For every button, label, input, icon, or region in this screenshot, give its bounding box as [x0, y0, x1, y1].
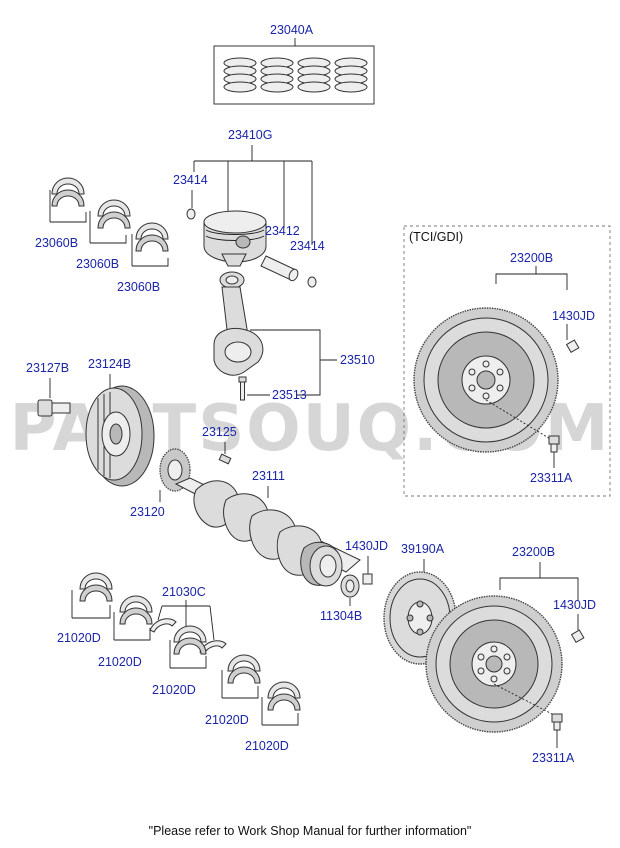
part-label-23127b[interactable]: 23127B — [26, 361, 69, 375]
part-label-23414-right[interactable]: 23414 — [290, 239, 325, 253]
part-label-23111[interactable]: 23111 — [252, 469, 285, 483]
leader-line — [157, 600, 215, 641]
part-label-23200b-tci[interactable]: 23200B — [510, 251, 553, 265]
ring-set-box — [213, 45, 375, 105]
piston-pin-icon — [260, 255, 299, 282]
leader-line — [170, 656, 207, 669]
tci-gdi-variant-box — [403, 225, 611, 497]
connecting-rod-icon — [213, 271, 264, 376]
flywheel-main-icon — [425, 595, 563, 733]
part-label-21020d-4[interactable]: 21020D — [205, 713, 249, 727]
dowel-pin-icon — [565, 339, 580, 354]
flywheel-bolt-icon — [548, 435, 560, 453]
part-label-39190a[interactable]: 39190A — [401, 542, 445, 556]
thrust-washer-icon — [199, 640, 227, 655]
leader-line — [193, 145, 313, 245]
part-label-21020d-3[interactable]: 21020D — [152, 683, 196, 697]
leader-line — [90, 235, 127, 244]
conrod-bearing-icon — [51, 177, 85, 207]
part-label-11304b[interactable]: 11304B — [320, 609, 362, 623]
damper-pulley-icon — [85, 385, 155, 487]
part-label-1430jd-main[interactable]: 1430JD — [553, 598, 596, 612]
piston-rings-icon — [223, 57, 368, 93]
main-bearing-icon — [79, 572, 113, 602]
main-bearing-icon — [227, 654, 261, 684]
part-label-23120[interactable]: 23120 — [130, 505, 165, 519]
snap-ring-icon — [307, 276, 317, 288]
leader-line — [114, 628, 151, 641]
part-label-23311a-main[interactable]: 23311A — [532, 751, 575, 765]
part-label-23513[interactable]: 23513 — [272, 388, 307, 402]
part-label-21020d-2[interactable]: 21020D — [98, 655, 142, 669]
piston-icon — [203, 210, 267, 267]
part-label-23040a[interactable]: 23040A — [270, 23, 314, 37]
part-label-23412[interactable]: 23412 — [265, 224, 300, 238]
pulley-bolt-icon — [37, 399, 71, 417]
thrust-washer-icon — [149, 618, 177, 633]
part-label-21020d-1[interactable]: 21020D — [57, 631, 101, 645]
part-label-23124b[interactable]: 23124B — [88, 357, 131, 371]
pilot-bearing-icon — [340, 574, 360, 598]
dowel-pin-icon — [570, 629, 585, 644]
leader-line — [222, 686, 259, 699]
part-label-23200b-main[interactable]: 23200B — [512, 545, 555, 559]
main-bearing-icon — [119, 595, 153, 625]
leader-line — [72, 605, 111, 619]
part-label-23410g[interactable]: 23410G — [228, 128, 272, 142]
flywheel-tci-icon — [413, 307, 559, 453]
crank-sprocket-icon — [159, 448, 191, 492]
part-label-23311a-tci[interactable]: 23311A — [530, 471, 573, 485]
leader-line — [495, 266, 568, 290]
part-label-23510[interactable]: 23510 — [340, 353, 375, 367]
part-label-23060b-1[interactable]: 23060B — [35, 236, 78, 250]
variant-label: (TCI/GDI) — [409, 230, 463, 244]
part-label-1430jd-crank[interactable]: 1430JD — [345, 539, 388, 553]
part-label-23060b-3[interactable]: 23060B — [117, 280, 160, 294]
crankshaft-icon — [174, 477, 361, 587]
conrod-bearing-icon — [135, 222, 169, 252]
part-label-23060b-2[interactable]: 23060B — [76, 257, 119, 271]
footer-note: "Please refer to Work Shop Manual for fu… — [148, 824, 472, 838]
part-label-1430jd-tci[interactable]: 1430JD — [552, 309, 595, 323]
snap-ring-icon — [186, 208, 196, 220]
main-bearing-icon — [267, 681, 301, 711]
main-bearing-icon — [173, 625, 207, 655]
part-label-21020d-5[interactable]: 21020D — [245, 739, 289, 753]
part-label-23414-left[interactable]: 23414 — [173, 173, 208, 187]
flywheel-bolt-icon — [551, 713, 563, 731]
conrod-bearing-icon — [97, 199, 131, 229]
dowel-pin-icon — [362, 573, 373, 585]
leader-line — [132, 258, 169, 267]
woodruff-key-icon — [218, 453, 232, 465]
part-label-21030c[interactable]: 21030C — [162, 585, 206, 599]
leader-line — [499, 562, 579, 600]
leader-line — [485, 399, 553, 441]
leader-line — [250, 329, 337, 396]
leader-line — [50, 212, 87, 223]
conrod-bolt-icon — [238, 376, 247, 401]
part-label-23125[interactable]: 23125 — [202, 425, 237, 439]
leader-line — [262, 713, 299, 726]
